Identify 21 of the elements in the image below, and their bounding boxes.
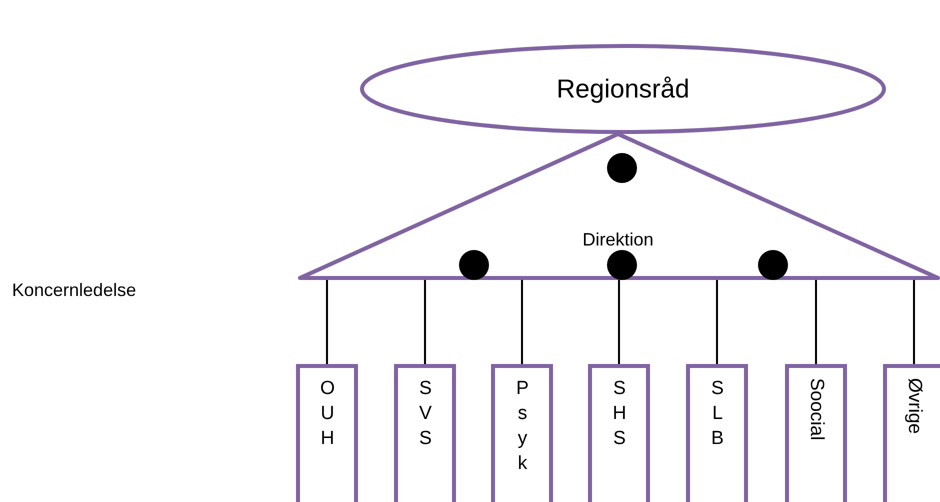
connector-line <box>716 279 718 364</box>
unit-box: OUH <box>296 364 358 502</box>
connector-line <box>424 279 426 364</box>
unit-box: SHS <box>588 364 650 502</box>
side-label: Koncernledelse <box>12 280 136 301</box>
dot <box>607 153 637 183</box>
unit-box: SVS <box>394 364 456 502</box>
dot <box>607 250 637 280</box>
unit-box: Øvrige <box>883 364 940 502</box>
dot <box>459 250 489 280</box>
connector-line <box>521 279 523 364</box>
connector-line <box>815 279 817 364</box>
unit-box: Soocial <box>785 364 847 502</box>
connector-line <box>913 279 915 364</box>
connector-line <box>326 279 328 364</box>
connector-line <box>618 279 620 364</box>
unit-box: SLB <box>686 364 748 502</box>
unit-box: Psyk <box>491 364 553 502</box>
node-label: Direktion <box>582 230 654 250</box>
dot <box>758 250 788 280</box>
node-label: Regionsråd <box>556 74 690 104</box>
